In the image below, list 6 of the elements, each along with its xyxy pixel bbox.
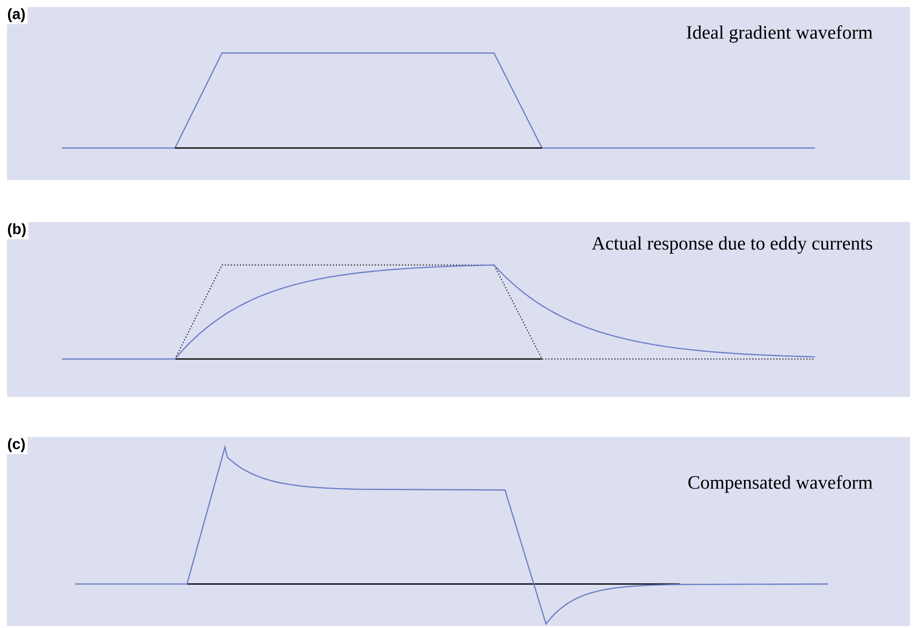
- panel-letter: (b): [5, 221, 28, 240]
- panel-letter: (c): [5, 436, 28, 454]
- panel-title: Ideal gradient waveform: [686, 25, 873, 43]
- panel-letter: (a): [5, 6, 28, 24]
- panel-title: Compensated waveform: [688, 475, 872, 493]
- panel-title: Actual response due to eddy currents: [592, 236, 872, 254]
